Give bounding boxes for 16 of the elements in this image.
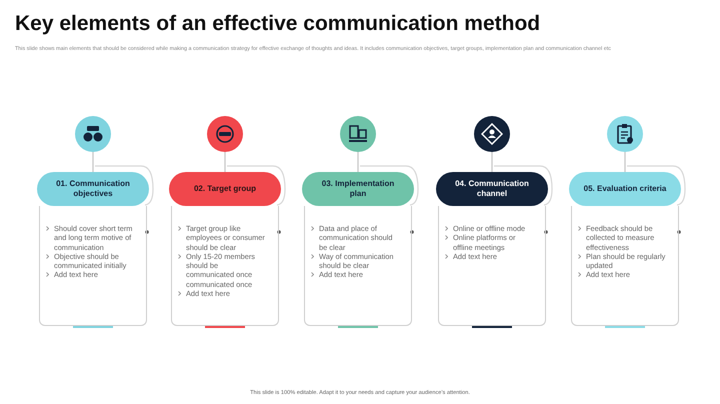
text-card	[304, 206, 412, 326]
connector-line	[491, 152, 493, 172]
connector-line	[92, 152, 94, 172]
header-pill: 05. Evaluation criteria	[569, 172, 681, 206]
connector-line	[624, 152, 626, 172]
text-card	[438, 206, 546, 326]
header-pill: 03. Implementation plan	[302, 172, 414, 206]
connector-line	[357, 152, 359, 172]
header-pill: 02. Target group	[169, 172, 281, 206]
header-pill: 04. Communication channel	[436, 172, 548, 206]
text-card	[171, 206, 279, 326]
header-pill: 01. Communication objectives	[37, 172, 149, 206]
connector-line	[224, 152, 226, 172]
text-card	[571, 206, 679, 326]
title: Key elements of an effective communication method	[15, 11, 540, 37]
text-card	[39, 206, 147, 326]
